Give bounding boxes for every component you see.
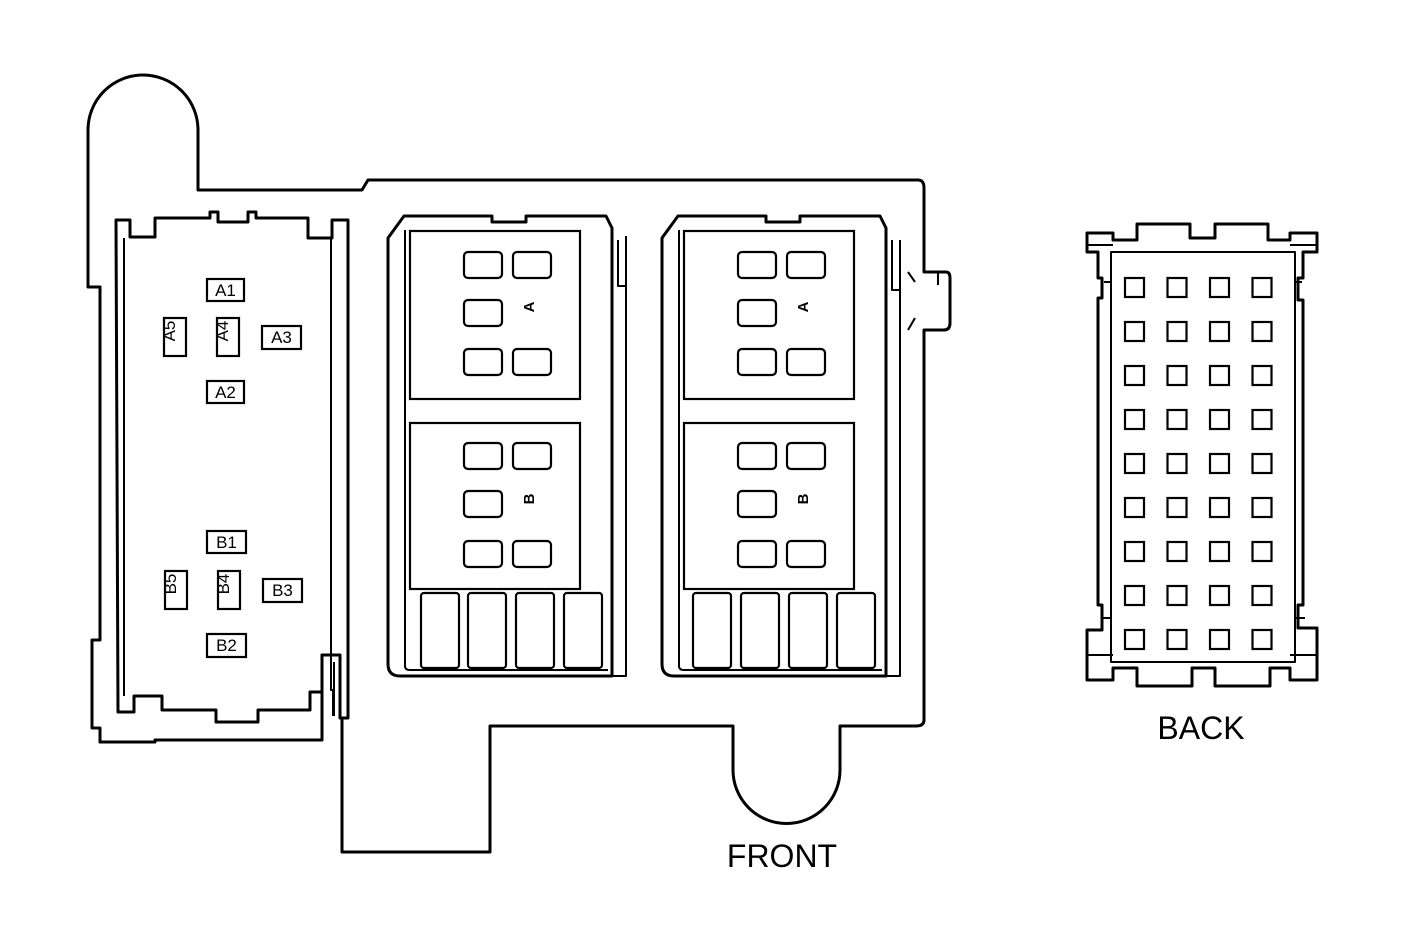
left-connector-shell: [114, 210, 350, 724]
back-pin-cavity: [1123, 408, 1146, 431]
cavity-a3: A3: [260, 324, 303, 351]
back-pin-cavity: [1166, 452, 1188, 475]
back-pin-cavity: [1166, 628, 1188, 651]
back-pin-cavity: [1251, 408, 1273, 431]
cavity-a2-label: A2: [215, 383, 236, 402]
cavity-a3-label: A3: [271, 328, 292, 347]
back-pin-cavity: [1251, 628, 1273, 651]
back-pin-cavity: [1208, 628, 1231, 651]
back-pin-cavity: [1251, 452, 1273, 475]
back-pin-cavity: [1251, 540, 1273, 563]
cavity-b4: B4: [214, 569, 242, 611]
cavity-a1-label: A1: [215, 281, 236, 300]
back-pin-cavity: [1208, 364, 1231, 387]
back-pin-cavity: [1251, 320, 1273, 343]
cavity-b1-label: B1: [216, 533, 237, 552]
back-pin-cavity: [1123, 540, 1146, 563]
back-pin-cavity: [1166, 584, 1188, 607]
back-pin-cavity: [1208, 276, 1231, 299]
back-pin-cavity: [1166, 496, 1188, 519]
back-pin-cavity: [1123, 496, 1146, 519]
cavity-a1: A1: [205, 277, 246, 303]
back-pin-grid: [1123, 276, 1273, 651]
cavity-b1: B1: [205, 529, 248, 555]
back-pin-cavity: [1123, 320, 1146, 343]
back-pin-cavity: [1208, 320, 1231, 343]
cavity-a5-label: A5: [160, 321, 179, 342]
back-pin-cavity: [1166, 276, 1188, 299]
front-caption: FRONT: [727, 838, 837, 874]
back-pin-cavity: [1166, 364, 1188, 387]
back-pin-cavity: [1123, 584, 1146, 607]
cavity-group-a: A1 A2 A3 A4 A5: [160, 277, 303, 405]
back-pin-cavity: [1251, 364, 1273, 387]
cavity-b3: B3: [261, 577, 304, 604]
cavity-a4-label: A4: [213, 321, 232, 342]
back-pin-cavity: [1208, 496, 1231, 519]
back-pin-cavity: [1208, 408, 1231, 431]
cavity-a2: A2: [205, 379, 246, 405]
cavity-b2: B2: [205, 632, 248, 659]
back-pin-cavity: [1251, 276, 1273, 299]
relay-module-1: A B: [386, 214, 627, 678]
back-caption: BACK: [1157, 710, 1244, 746]
back-pin-cavity: [1166, 540, 1188, 563]
relay-1-top-label: A: [521, 301, 538, 312]
cavity-b5-label: B5: [161, 574, 180, 595]
back-pin-cavity: [1251, 496, 1273, 519]
cavity-a4: A4: [213, 316, 241, 358]
back-pin-cavity: [1123, 364, 1146, 387]
cavity-b4-label: B4: [214, 574, 233, 595]
cavity-a5: A5: [160, 316, 188, 358]
back-pin-cavity: [1208, 540, 1231, 563]
relay-module-2: A B: [660, 214, 901, 678]
back-pin-cavity: [1123, 452, 1146, 475]
relay-1-bottom-label: B: [521, 493, 538, 504]
back-pin-cavity: [1208, 584, 1231, 607]
back-pin-cavity: [1166, 320, 1188, 343]
back-view-connector: [1085, 222, 1319, 688]
cavity-b2-label: B2: [216, 636, 237, 655]
back-pin-cavity: [1251, 584, 1273, 607]
front-housing: [86, 73, 952, 854]
back-pin-cavity: [1166, 408, 1188, 431]
cavity-b3-label: B3: [272, 581, 293, 600]
back-pin-cavity: [1123, 628, 1146, 651]
cavity-group-b: B1 B2 B3 B4 B5: [161, 529, 304, 659]
back-pin-cavity: [1208, 452, 1231, 475]
back-pin-cavity: [1123, 276, 1146, 299]
cavity-b5: B5: [161, 569, 189, 611]
relay-2-top-label: A: [795, 301, 812, 312]
relay-2-bottom-label: B: [795, 493, 812, 504]
